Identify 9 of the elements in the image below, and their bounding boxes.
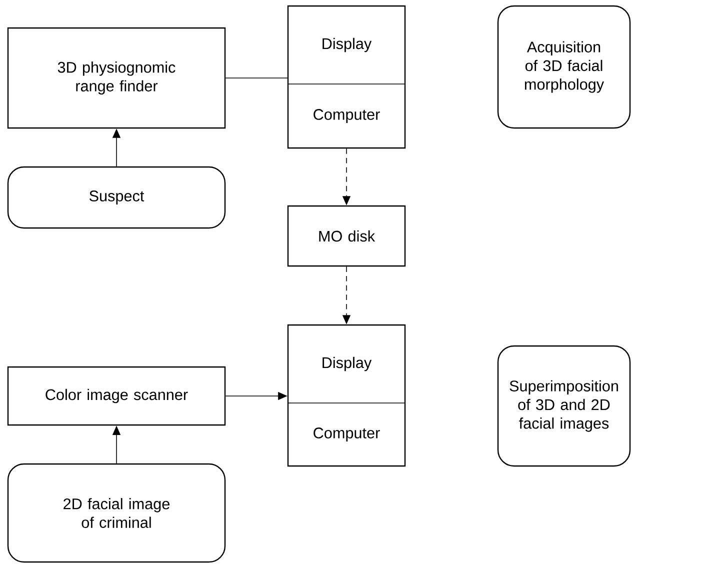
rounded-box: Superimposition of 3D and 2D facial images <box>497 345 631 467</box>
rounded-box: Acquisition of 3D facial morphology <box>497 5 631 129</box>
rounded-box: Suspect <box>7 166 226 229</box>
process-box: 3D physiognomic range finder <box>7 27 226 129</box>
rounded-box: 2D facial image of criminal <box>7 463 226 563</box>
split-box: Display Computer <box>287 5 406 149</box>
process-box: Color image scanner <box>7 366 226 426</box>
process-box: MO disk <box>287 205 406 267</box>
split-box: Display Computer <box>287 324 406 467</box>
